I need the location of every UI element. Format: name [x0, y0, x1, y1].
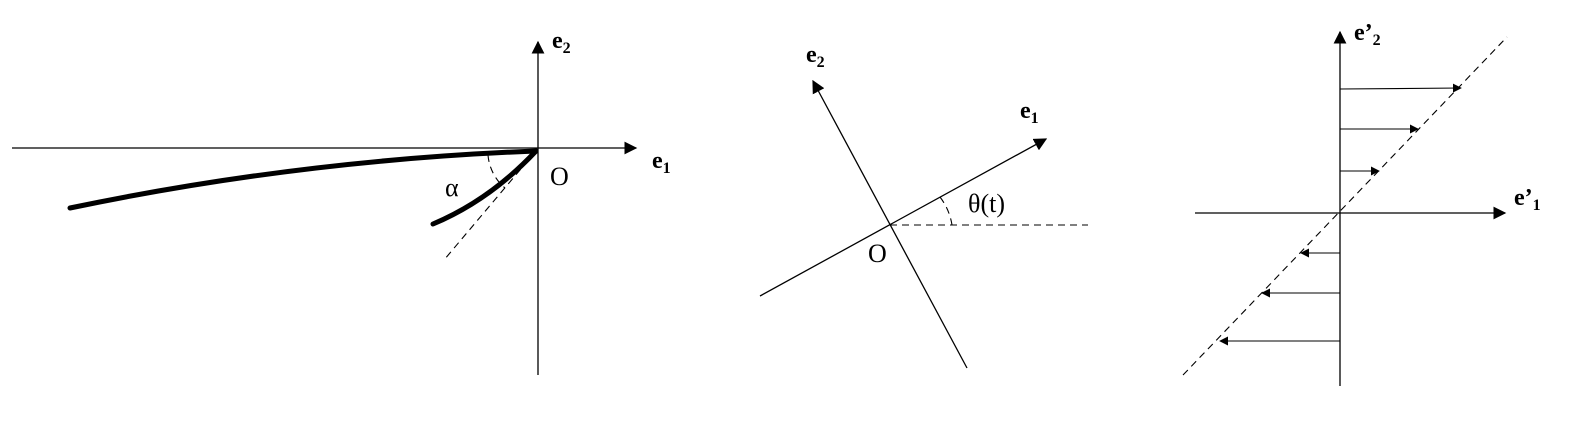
middle-angle-arc	[939, 196, 953, 226]
panel-right: e’2 e’1	[1182, 20, 1541, 386]
middle-axis-e2-label: e2	[806, 42, 825, 71]
middle-angle-label: θ(t)	[968, 189, 1005, 218]
left-axis-e2-label: e2	[552, 28, 571, 57]
right-axis-e1-label: e’1	[1514, 185, 1541, 214]
right-shear-profile-dashed-line	[1182, 36, 1508, 376]
left-deformed-beam-curve	[67, 148, 539, 211]
left-origin-label: O	[550, 162, 569, 191]
right-axis-e2-label: e’2	[1354, 20, 1381, 49]
middle-e1-axis-arrow	[759, 138, 1048, 297]
left-angle-label: α	[445, 173, 459, 202]
left-kinked-beam-segment	[430, 148, 539, 227]
left-axis-e1-label: e1	[652, 148, 671, 177]
panel-left: e2 e1 O α	[12, 28, 671, 375]
middle-axis-e1-label: e1	[1020, 98, 1039, 127]
right-velocity-arrow-1	[1339, 83, 1462, 93]
middle-origin-label: O	[868, 239, 887, 268]
left-angle-arc	[487, 154, 506, 189]
panel-middle: e2 e1 O θ(t)	[759, 42, 1088, 369]
